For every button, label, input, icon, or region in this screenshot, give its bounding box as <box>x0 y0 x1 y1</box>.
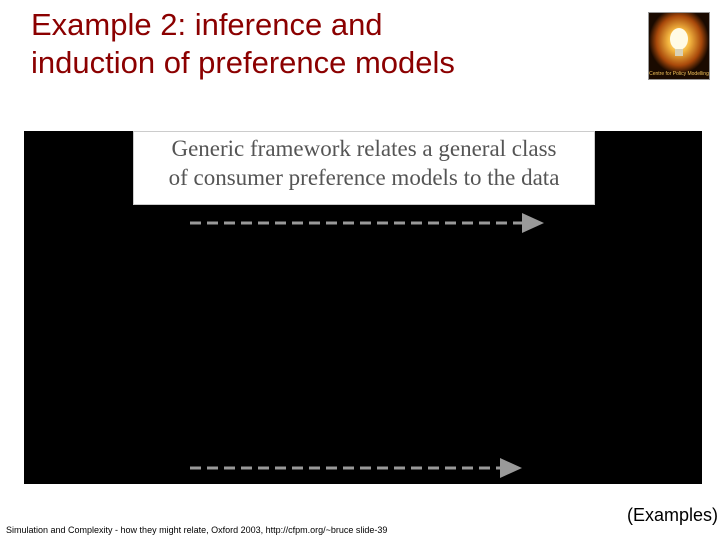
slide-title: Example 2: inference and induction of pr… <box>31 6 591 82</box>
dashed-arrow-right-icon <box>190 458 522 478</box>
examples-label: (Examples) <box>626 505 718 525</box>
framework-callout: Generic framework relates a general clas… <box>133 131 595 205</box>
dashed-arrow-right-icon <box>190 213 544 233</box>
callout-line-1: Generic framework relates a general clas… <box>171 136 557 161</box>
slide-title-line-2: induction of preference models <box>31 45 455 80</box>
lightbulb-icon <box>649 13 709 79</box>
callout-line-2: of consumer preference models to the dat… <box>168 165 560 190</box>
logo: Centre for Policy Modelling <box>648 12 710 80</box>
logo-caption: Centre for Policy Modelling <box>649 71 709 77</box>
slide-footer: Simulation and Complexity - how they mig… <box>6 525 388 535</box>
slide-title-line-1: Example 2: inference and <box>31 7 383 42</box>
